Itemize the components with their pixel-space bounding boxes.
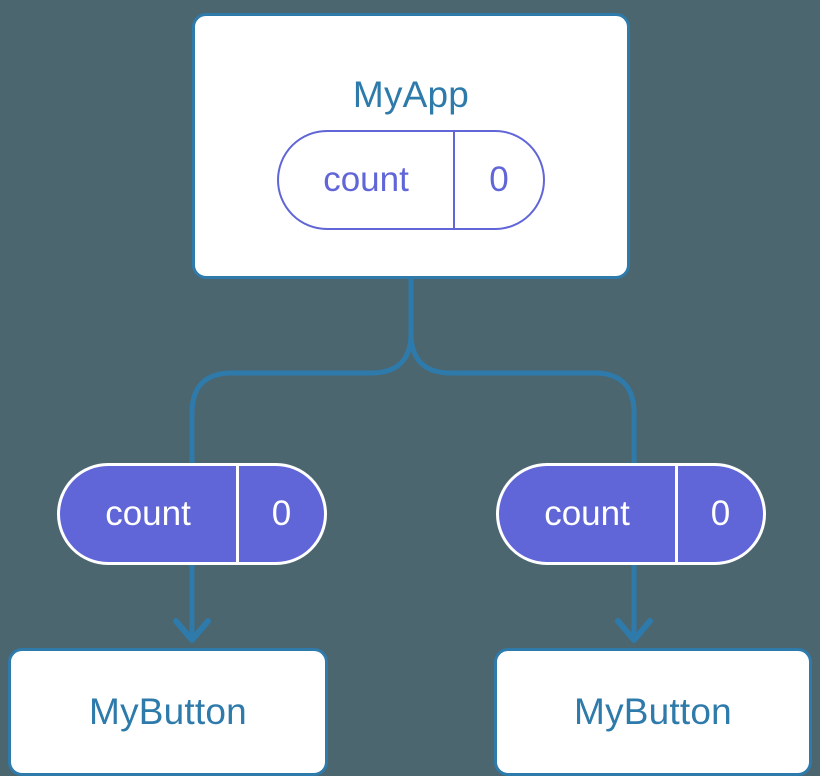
state-value-right: 0	[675, 466, 763, 562]
connector-root-to-right-child	[408, 276, 637, 473]
state-key-left: count	[105, 494, 191, 533]
component-box-mybutton-right[interactable]: MyButton	[494, 648, 812, 776]
state-value-myapp: 0	[453, 132, 543, 228]
component-label-mybutton-left: MyButton	[89, 691, 247, 732]
state-key-right: count	[544, 494, 630, 533]
component-box-mybutton-left[interactable]: MyButton	[8, 648, 328, 776]
state-value-left: 0	[236, 466, 324, 562]
state-key-myapp: count	[323, 160, 409, 199]
state-pill-left[interactable]: count 0	[57, 463, 327, 565]
arrow-state-to-mybutton-right	[615, 559, 653, 643]
component-box-myapp[interactable]: MyApp	[192, 13, 630, 279]
state-pill-myapp[interactable]: count 0	[277, 130, 545, 230]
component-label-mybutton-right: MyButton	[574, 691, 732, 732]
component-label-myapp: MyApp	[352, 74, 470, 115]
arrow-state-to-mybutton-left	[173, 559, 211, 643]
connector-root-to-left-child	[189, 276, 414, 473]
state-pill-right[interactable]: count 0	[496, 463, 766, 565]
